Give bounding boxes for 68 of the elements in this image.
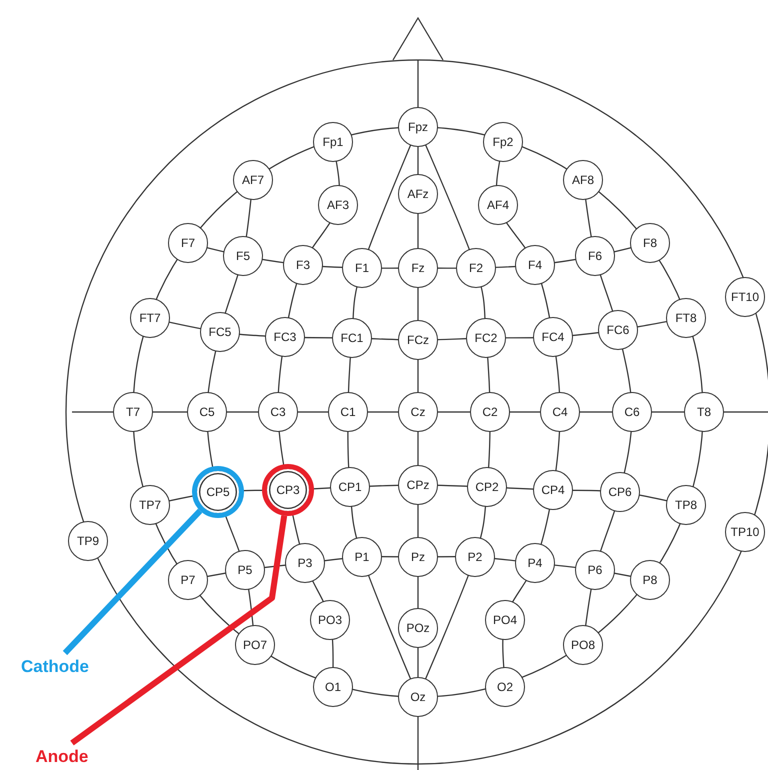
electrode: F7 <box>168 223 208 263</box>
electrode: T7 <box>113 392 153 432</box>
electrode: P8 <box>630 560 670 600</box>
electrode: P2 <box>455 537 495 577</box>
electrode: AF8 <box>563 160 603 200</box>
electrode: Pz <box>398 537 438 577</box>
electrode: FCz <box>398 320 438 360</box>
electrode: CP1 <box>330 467 370 507</box>
electrode: Fpz <box>398 107 438 147</box>
electrode: O1 <box>313 667 353 707</box>
electrode: P4 <box>515 543 555 583</box>
electrode: CPz <box>398 465 438 505</box>
electrode: Cz <box>398 392 438 432</box>
electrode: F6 <box>575 236 615 276</box>
electrode: P5 <box>225 550 265 590</box>
electrode: TP7 <box>130 485 170 525</box>
electrode-caption: Cathode <box>21 657 89 677</box>
electrode: FT10 <box>725 277 765 317</box>
electrode: C4 <box>540 392 580 432</box>
electrode: C5 <box>187 392 227 432</box>
electrode: CP6 <box>600 472 640 512</box>
electrode: C6 <box>612 392 652 432</box>
electrode: AF7 <box>233 160 273 200</box>
electrode: F5 <box>223 236 263 276</box>
electrode: C2 <box>470 392 510 432</box>
electrode: P3 <box>285 543 325 583</box>
electrode: C1 <box>328 392 368 432</box>
electrode: CP3 <box>262 464 314 516</box>
electrode: PO8 <box>563 625 603 665</box>
electrode: AF3 <box>318 185 358 225</box>
electrode: CP2 <box>467 467 507 507</box>
electrode: TP8 <box>666 485 706 525</box>
electrode: FT7 <box>130 298 170 338</box>
electrode: C3 <box>258 392 298 432</box>
electrode: AFz <box>398 174 438 214</box>
electrode: FC3 <box>265 317 305 357</box>
electrode: Fp2 <box>483 122 523 162</box>
electrode: FC5 <box>200 312 240 352</box>
electrode: TP9 <box>68 521 108 561</box>
electrode: P1 <box>342 537 382 577</box>
electrode: TP10 <box>725 512 765 552</box>
electrode: FC1 <box>332 318 372 358</box>
electrode: F2 <box>456 248 496 288</box>
electrode: AF4 <box>478 185 518 225</box>
electrode: FC4 <box>533 317 573 357</box>
electrode: P7 <box>168 560 208 600</box>
electrode: PO3 <box>310 600 350 640</box>
electrode: F8 <box>630 223 670 263</box>
electrode: FC6 <box>598 310 638 350</box>
electrode-caption: Anode <box>36 747 88 767</box>
electrode: PO7 <box>235 625 275 665</box>
electrode: Oz <box>398 677 438 717</box>
electrode: F3 <box>283 245 323 285</box>
leader-line <box>70 515 288 746</box>
electrode: Fz <box>398 248 438 288</box>
electrode: FT8 <box>666 298 706 338</box>
electrode: POz <box>398 608 438 648</box>
electrode: P6 <box>575 550 615 590</box>
electrode: CP4 <box>533 470 573 510</box>
electrode: T8 <box>684 392 724 432</box>
electrode: Fp1 <box>313 122 353 162</box>
electrode: F4 <box>515 245 555 285</box>
leader-line <box>62 508 202 656</box>
electrode: FC2 <box>466 318 506 358</box>
electrode: CP5 <box>192 466 244 518</box>
electrode: F1 <box>342 248 382 288</box>
electrode: PO4 <box>485 600 525 640</box>
electrode: O2 <box>485 667 525 707</box>
